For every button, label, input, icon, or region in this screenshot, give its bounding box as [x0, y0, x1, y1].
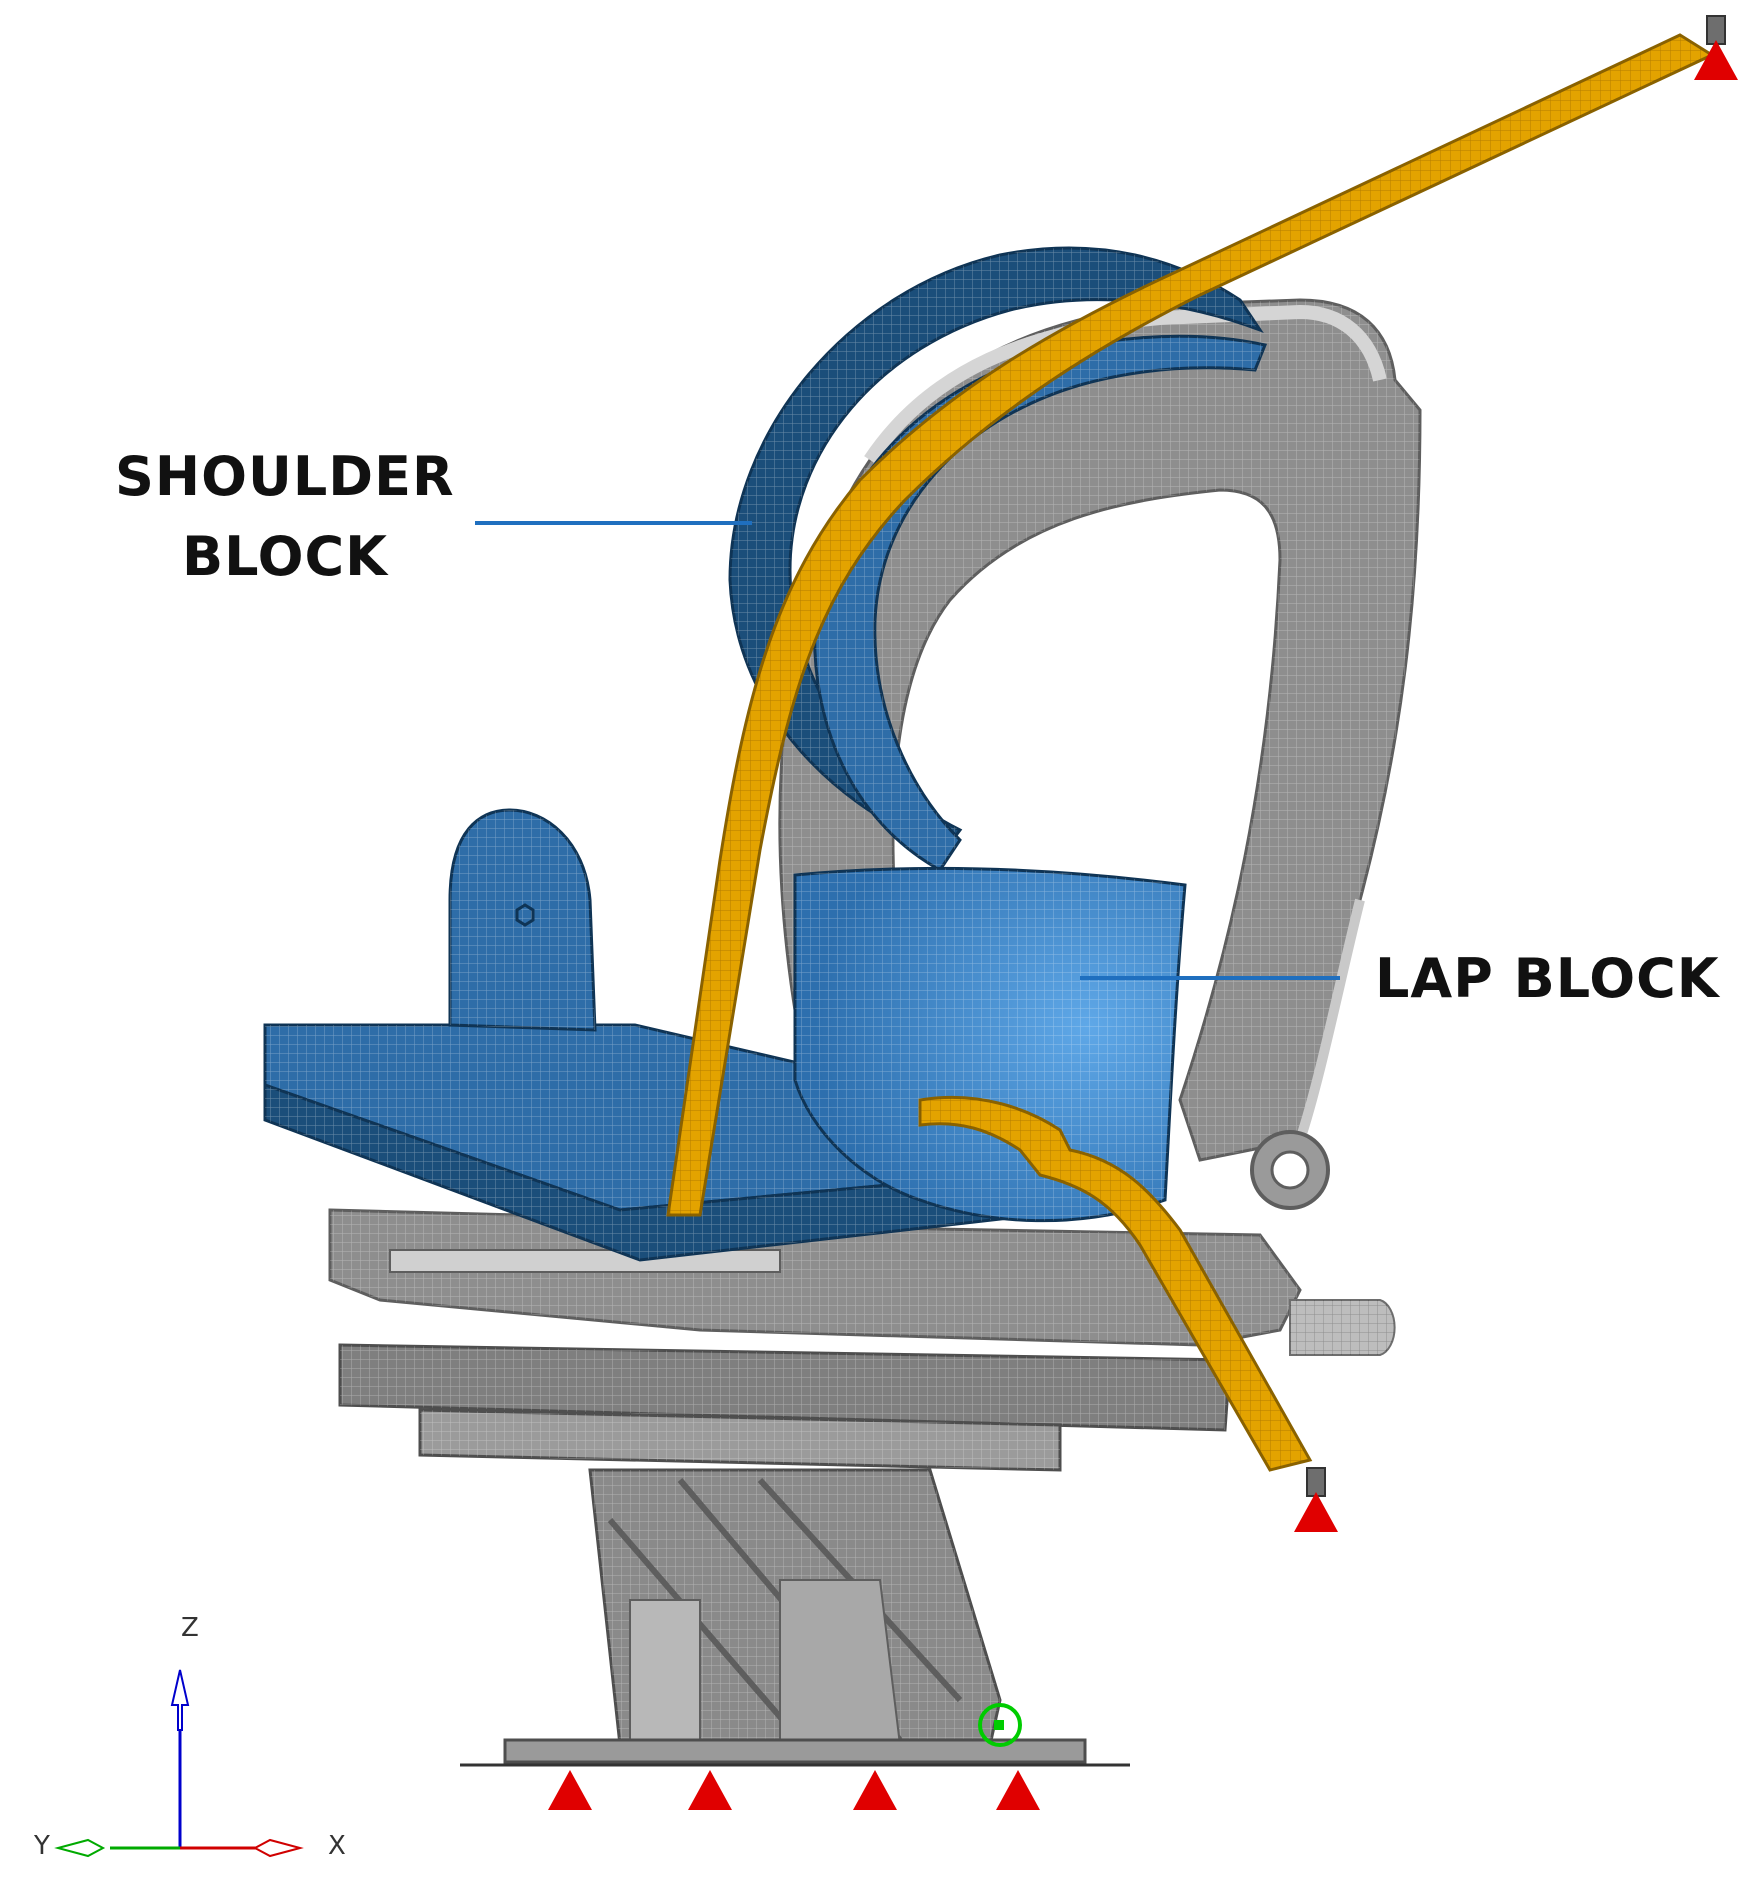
seat-slide-rails	[338, 1343, 1232, 1472]
upper-anchor-node	[1706, 15, 1726, 45]
lap-block-label: LAP BLOCK	[1375, 947, 1720, 1010]
constraint-marker	[1694, 40, 1738, 80]
shoulder-block-label-line1: SHOULDER	[115, 445, 455, 508]
shoulder-block-label-line2: BLOCK	[182, 525, 389, 588]
constraint-marker	[688, 1770, 732, 1810]
constraint-marker	[1294, 1492, 1338, 1532]
seat-belt	[666, 33, 1716, 1472]
pivot-marker	[978, 1703, 1022, 1747]
coordinate-triad	[54, 1669, 304, 1858]
axis-z-label: Z	[181, 1613, 199, 1643]
seat-base-pedestal	[460, 1468, 1130, 1767]
axis-y-label: Y	[34, 1831, 50, 1861]
seat-cushion-frame	[328, 1208, 1396, 1356]
boundary-constraints	[548, 40, 1738, 1810]
axis-x-label: X	[328, 1831, 346, 1861]
lap-block	[793, 866, 1187, 1223]
constraint-marker	[548, 1770, 592, 1810]
seat-back-frame	[778, 298, 1422, 1210]
constraint-marker	[996, 1770, 1040, 1810]
lower-anchor-node	[1306, 1467, 1326, 1497]
constraint-marker	[853, 1770, 897, 1810]
